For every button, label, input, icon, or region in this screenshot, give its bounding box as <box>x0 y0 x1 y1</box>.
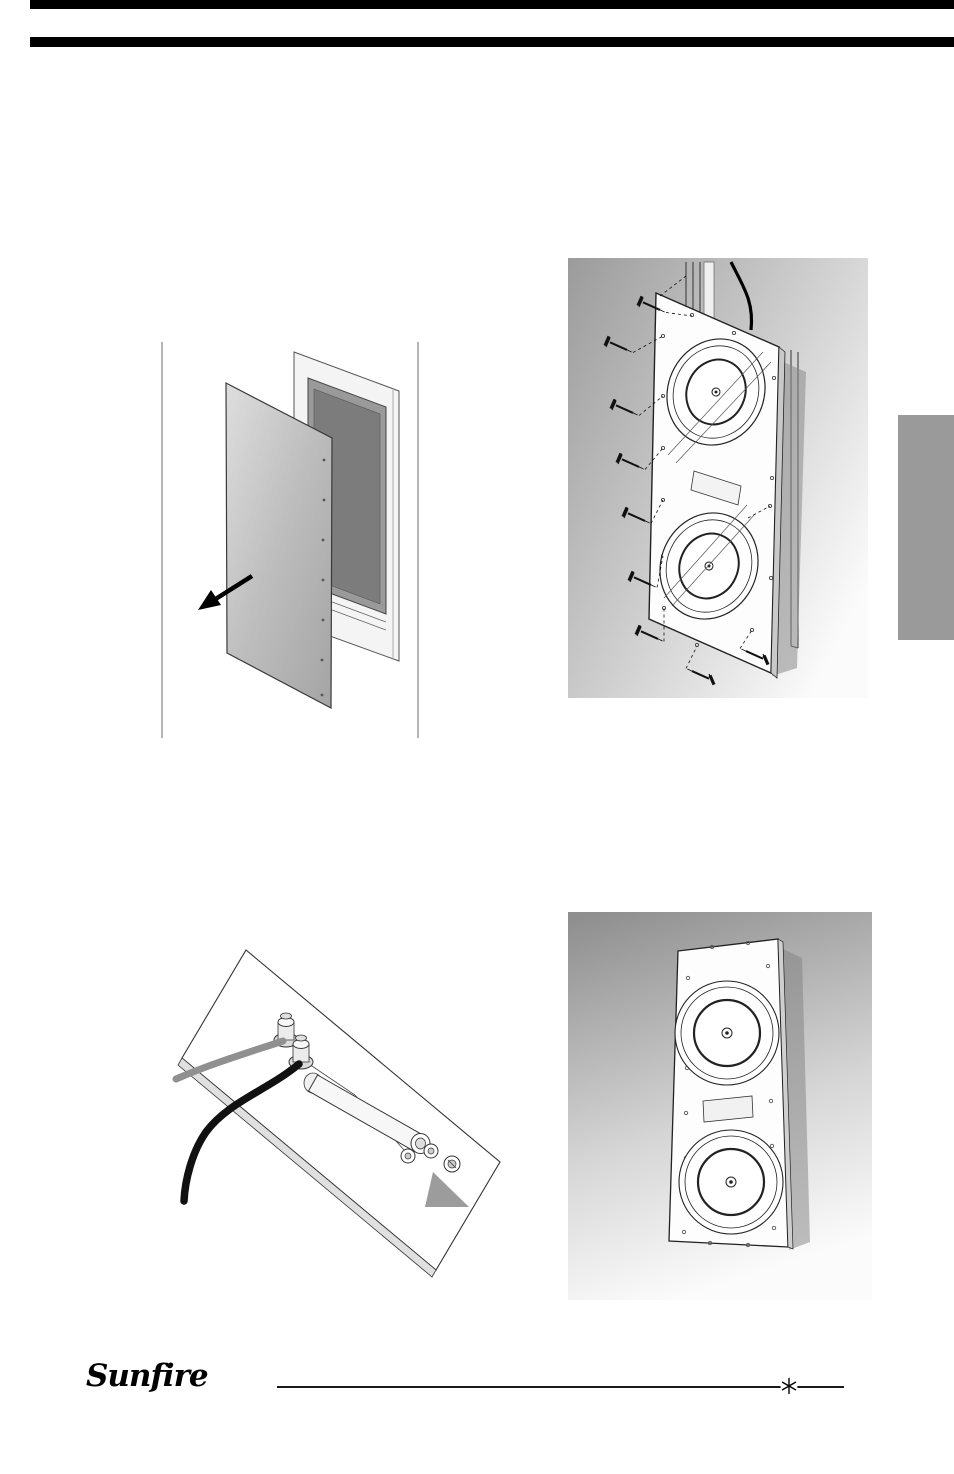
woofer-driver-icon <box>678 1129 784 1235</box>
nameplate-icon <box>702 1095 754 1123</box>
installed-subwoofer-illustration <box>560 905 880 1305</box>
speaker-cable-icon <box>180 1060 303 1205</box>
asterisk-icon <box>780 1377 798 1395</box>
speaker-cable-icon <box>172 1037 287 1083</box>
baffle-screw-mounting-illustration <box>560 252 875 704</box>
mounting-screw-icon <box>739 629 770 666</box>
input-jack-icon <box>400 1143 461 1173</box>
top-rule-secondary <box>30 37 954 47</box>
binding-post-icon <box>273 1012 299 1048</box>
dashed-guides <box>659 275 771 519</box>
mounting-screw-icon <box>615 447 664 470</box>
top-rule-primary <box>30 0 954 9</box>
mounting-screw-icon <box>621 499 664 524</box>
mounting-screw-icon <box>634 608 665 642</box>
brand-logo: Sunfire <box>86 1358 209 1394</box>
mounting-screw-icon <box>603 335 664 353</box>
mounting-screw-icon <box>636 295 693 317</box>
section-tab <box>898 415 954 640</box>
footer-divider <box>277 1386 844 1388</box>
nameplate-icon <box>690 470 742 506</box>
removal-direction-arrow-icon <box>198 574 254 610</box>
mounting-screw-icon <box>609 395 664 416</box>
alignment-guides <box>663 351 772 607</box>
speaker-cable-icon <box>729 261 754 331</box>
woofer-driver-icon <box>666 338 766 446</box>
mounting-screw-icon <box>685 645 716 686</box>
grille-panel-icon <box>225 382 333 709</box>
mounting-screw-icon <box>627 555 664 588</box>
binding-post-connection-illustration <box>165 938 520 1288</box>
shadow-wedge <box>425 1172 469 1207</box>
woofer-driver-icon <box>674 980 780 1086</box>
grille-removal-illustration <box>150 330 435 745</box>
